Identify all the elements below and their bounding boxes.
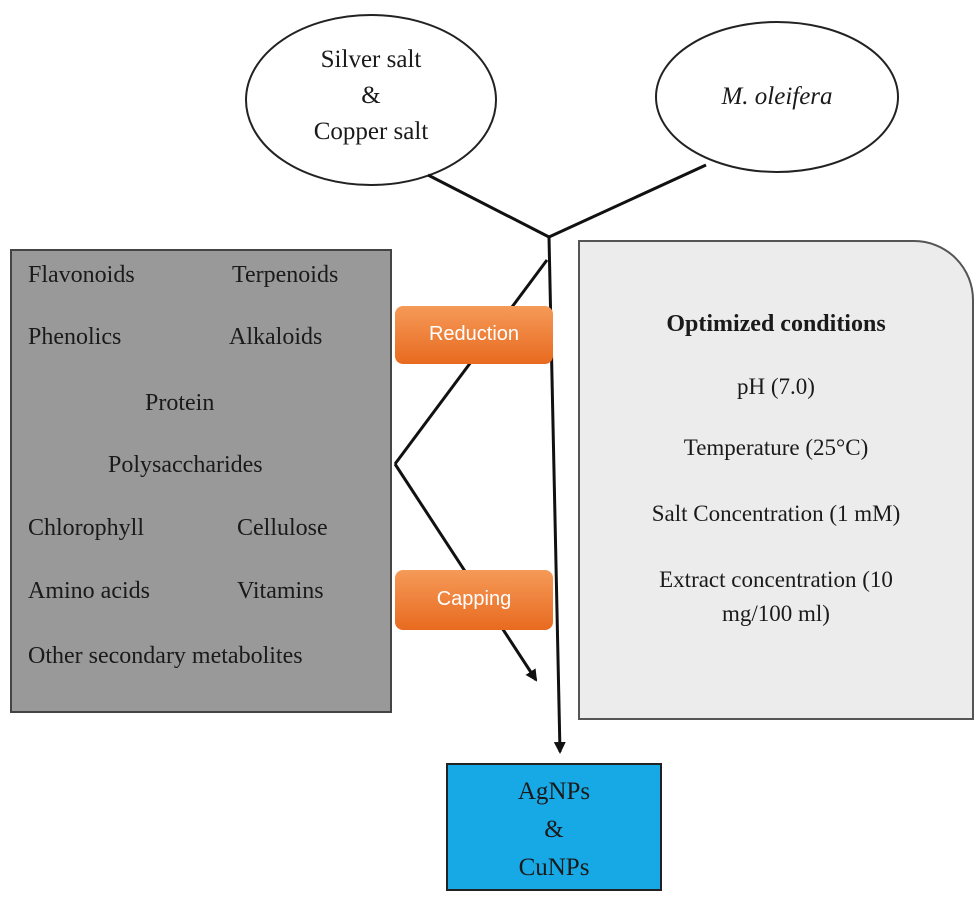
condition-temperature: Temperature (25°C) [683, 435, 869, 460]
product-ampersand: & [544, 816, 564, 843]
compound-other-metabolites: Other secondary metabolites [28, 643, 303, 669]
salts-label: Silver salt & Copper salt [313, 46, 429, 145]
compound-polysaccharides: Polysaccharides [108, 452, 263, 478]
condition-extract: Extract concentration (10 mg/100 ml) [659, 567, 893, 626]
plant-label: M. oleifera [721, 83, 833, 110]
compound-terpenoids: Terpenoids [232, 262, 339, 288]
product-agnps: AgNPs [517, 778, 591, 805]
conditions-title: Optimized conditions [666, 311, 886, 337]
compound-protein: Protein [145, 390, 215, 416]
compound-flavonoids: Flavonoids [28, 262, 135, 288]
compound-amino-acids: Amino acids [28, 578, 150, 604]
salts-connector [427, 173, 550, 239]
plant-ellipse [655, 21, 899, 173]
reduction-label: Reduction [395, 306, 553, 364]
phytochemicals-box [10, 249, 392, 713]
condition-salt: Salt Concentration (1 mM) [651, 501, 901, 526]
condition-ph: pH (7.0) [737, 374, 815, 399]
compound-chlorophyll: Chlorophyll [28, 515, 145, 541]
compound-alkaloids: Alkaloids [229, 324, 323, 350]
product-box: AgNPs & CuNPs [446, 763, 662, 891]
compound-cellulose: Cellulose [237, 515, 328, 541]
optimized-conditions-box: Optimized conditions pH (7.0) Temperatur… [578, 240, 974, 720]
product-cunps: CuNPs [518, 854, 590, 881]
salts-ellipse [245, 14, 497, 186]
capping-label: Capping [395, 570, 553, 630]
compound-vitamins: Vitamins [237, 578, 324, 604]
plant-connector [548, 163, 707, 239]
compound-phenolics: Phenolics [28, 324, 122, 350]
